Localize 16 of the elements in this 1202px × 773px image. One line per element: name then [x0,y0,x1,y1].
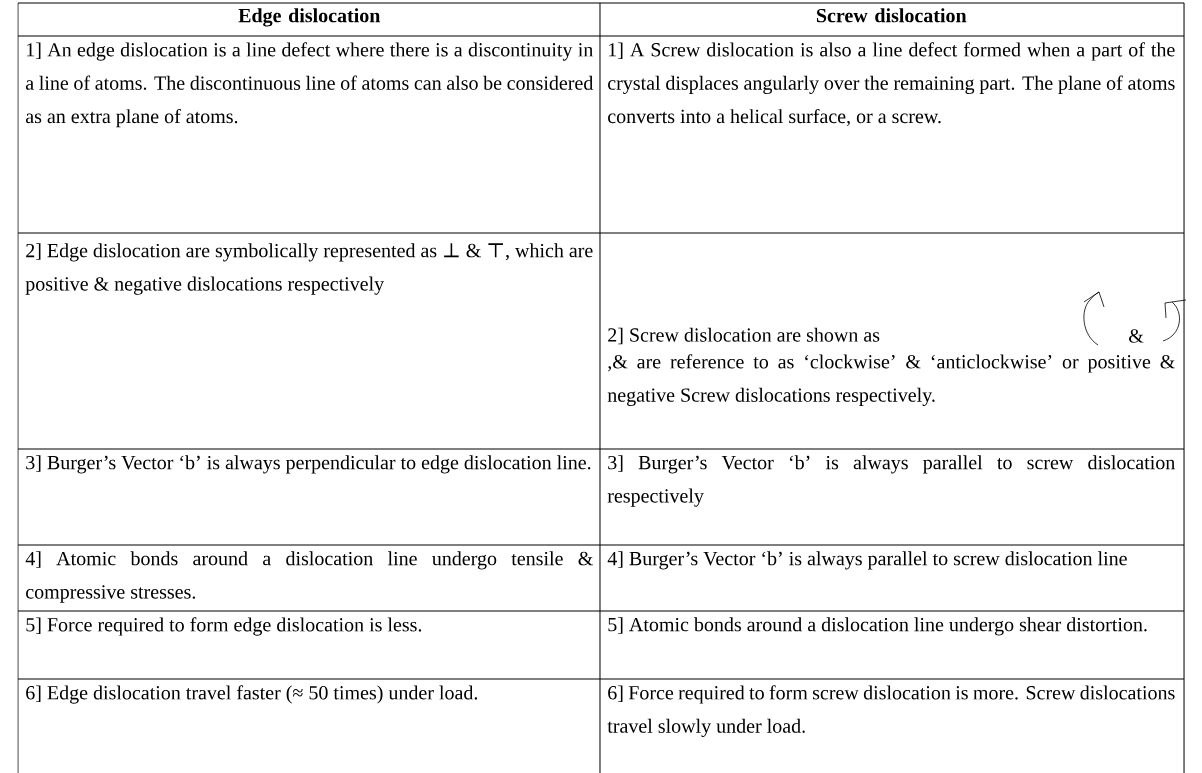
table-cell-text: ,& are reference to as ‘clockwise’ & ‘anticlockwise’ or positive & negative Screw dislocations respectively. [607,354,1175,406]
table-cell-text: 6] Edge dislocation travel faster (≈ 50 times) under load. [26,685,478,704]
table-cell-text: 5] Force required to form edge dislocation is less. [26,617,422,636]
table-cell-text: 6] Force required to form screw dislocation is more. Screw dislocations travel slowly under load. [607,685,1175,737]
column-header: Edge dislocation [238,8,381,27]
table-cell-text: 2] Screw dislocation are shown as [608,327,880,345]
table-cell-text: 4] Burger’s Vector ‘b’ is always parallel to screw dislocation line [607,551,1127,570]
column-header: Screw dislocation [816,8,967,23]
table-cell-text: & [1129,329,1144,343]
table-cell-text: 4] Atomic bonds around a dislocation line undergo tensile & compressive stresses. [25,551,593,603]
table-cell-text: 3] Burger’s Vector ‘b’ is always perpendicular to edge dislocation line. [26,455,591,474]
table-cell-text: 1] An edge dislocation is a line defect where there is a discontinuity in a line of atoms. The discontinuous line of atoms can also be considered as an extra plane of atoms. [26,42,594,128]
table-cell-text: 1] A Screw dislocation is also a line defect formed when a part of the crystal displaces angularly over the remaining part. The plane of atoms converts into a helical surface, or a screw. [608,42,1175,127]
table-cell-text: 2] Edge dislocation are symbolically represented as ⊥ & ⊤, which are positive & negative dislocations respectively [25,243,593,295]
table-cell-text: 3] Burger’s Vector ‘b’ is always parallel to screw dislocation respectively [607,455,1175,507]
table-cell-text: 5] Atomic bonds around a dislocation line undergo shear distortion. [608,617,1147,636]
